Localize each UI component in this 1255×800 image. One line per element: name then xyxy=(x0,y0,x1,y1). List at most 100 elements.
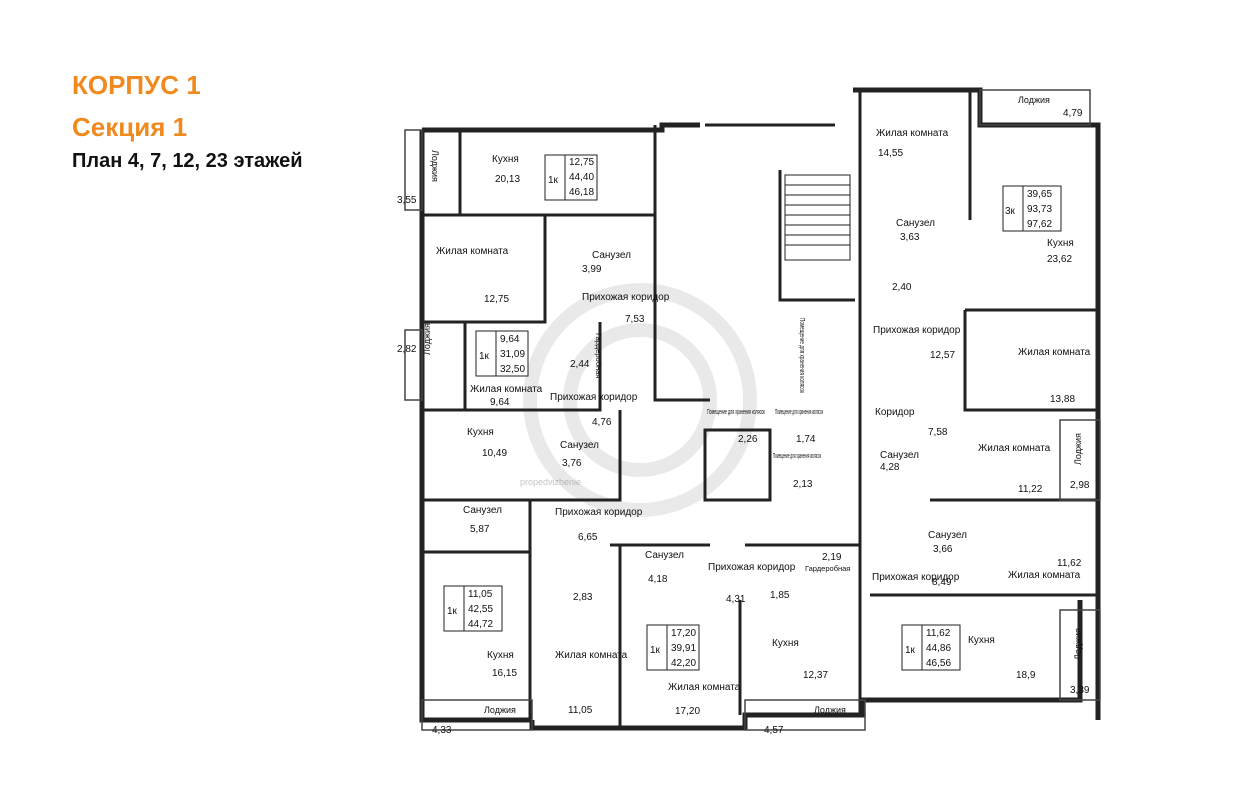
room-9-area: 3,76 xyxy=(562,458,582,469)
plan-subtitle: План 4, 7, 12, 23 этажей xyxy=(72,150,303,172)
balcony-4-name: Лоджия xyxy=(814,705,846,715)
balcony-outlines xyxy=(404,89,1101,731)
apt-3-living: 11,05 xyxy=(468,589,493,600)
apt-3-type: 1к xyxy=(447,606,458,617)
room-19-area: 8,49 xyxy=(932,577,952,588)
apt-1-total-b: 46,18 xyxy=(569,187,594,198)
room-5-name: Гардеробная xyxy=(594,333,603,378)
room-28-area: 3,63 xyxy=(900,232,920,243)
room-30-area: 14,55 xyxy=(878,148,903,159)
section-title: Секция 1 xyxy=(72,112,188,142)
room-29-area: 23,62 xyxy=(1047,254,1072,265)
apt-5-living: 11,62 xyxy=(926,628,951,639)
apt-4-total-b: 42,20 xyxy=(671,658,696,669)
room-27-area: 12,57 xyxy=(930,350,955,361)
balcony-6-name: Лоджия xyxy=(1073,433,1083,465)
room-11-name: Прихожая коридор xyxy=(555,507,643,518)
apt-6-living: 39,65 xyxy=(1027,189,1052,200)
apt-5-type: 1к xyxy=(905,645,916,656)
room-29-name: Кухня xyxy=(1047,238,1074,249)
apt-1-living: 12,75 xyxy=(569,157,594,168)
balcony-3-name: Лоджия xyxy=(484,705,516,715)
apt-4-type: 1к xyxy=(650,645,661,656)
watermark-text: propedvizhenie xyxy=(520,477,581,487)
room-23-name: Жилая комната xyxy=(978,443,1051,454)
balcony-1-area: 3,55 xyxy=(397,195,417,206)
room-22-name: Санузел xyxy=(928,530,967,541)
balcony-2-name: Лоджия xyxy=(422,323,432,355)
balcony-7-area: 4,79 xyxy=(1063,108,1083,119)
room-21-name: Жилая комната xyxy=(1008,570,1081,581)
storage-label-4: Помещение для хранения колясок xyxy=(798,318,807,393)
apartment-box-6: 3к 39,65 93,73 97,62 xyxy=(1002,185,1062,232)
room-3-area: 12,75 xyxy=(484,294,509,305)
extra-area-6: 1,74 xyxy=(796,434,816,445)
room-5-area: 2,44 xyxy=(570,359,590,370)
room-23-area: 11,22 xyxy=(1018,484,1043,495)
room-25-name: Коридор xyxy=(875,407,915,418)
room-13-name: Жилая комната xyxy=(555,650,628,661)
room-6-area: 9,64 xyxy=(490,397,510,408)
room-24-area: 4,28 xyxy=(880,462,900,473)
room-14-name: Санузел xyxy=(645,550,684,561)
balcony-4-area: 4,57 xyxy=(764,725,784,736)
apt-2-total-b: 32,50 xyxy=(500,364,525,375)
apartment-box-5: 1к 11,62 44,86 46,56 xyxy=(901,624,961,671)
balcony-1-name: Лоджия xyxy=(430,150,440,182)
balcony-7-name: Лоджия xyxy=(1018,95,1050,105)
room-8-area: 10,49 xyxy=(482,448,507,459)
room-2-name: Санузел xyxy=(592,250,631,261)
apt-6-type: 3к xyxy=(1005,206,1016,217)
apartment-box-3: 1к 11,05 42,55 44,72 xyxy=(443,585,503,632)
room-12-name: Кухня xyxy=(487,650,514,661)
apt-2-type: 1к xyxy=(479,351,490,362)
storage-label-3: Помещение для хранения колясок xyxy=(773,451,821,460)
room-18-name: Гардеробная xyxy=(805,564,850,573)
building-title: КОРПУС 1 xyxy=(72,70,201,100)
room-19-name: Прихожая коридор xyxy=(872,572,960,583)
extra-area-4: 2,26 xyxy=(738,434,758,445)
room-25-area: 7,58 xyxy=(928,427,948,438)
room-16-area: 17,20 xyxy=(675,706,700,717)
room-14-area: 4,18 xyxy=(648,574,668,585)
storage-label-1: Помещение для хранения колясок xyxy=(707,407,765,416)
room-21-area: 11,62 xyxy=(1057,558,1082,569)
apt-3-total-b: 44,72 xyxy=(468,619,493,630)
extra-area-5: 2,13 xyxy=(793,479,813,490)
apt-6-total: 93,73 xyxy=(1027,204,1052,215)
room-10-name: Санузел xyxy=(463,505,502,516)
apt-4-living: 17,20 xyxy=(671,628,696,639)
apt-3-total: 42,55 xyxy=(468,604,493,615)
apt-2-total: 31,09 xyxy=(500,349,525,360)
apartment-box-2: 1к 9,64 31,09 32,50 xyxy=(475,330,529,377)
apt-5-total-b: 46,56 xyxy=(926,658,951,669)
room-11-area: 6,65 xyxy=(578,532,598,543)
extra-area-3: 2,83 xyxy=(573,592,593,603)
room-15-area: 4,31 xyxy=(726,594,746,605)
room-24-name: Санузел xyxy=(880,450,919,461)
extra-area-1: 2,40 xyxy=(892,282,912,293)
apartment-box-1: 1к 12,75 44,40 46,18 xyxy=(544,154,598,201)
apt-1-total: 44,40 xyxy=(569,172,594,183)
room-8-name: Кухня xyxy=(467,427,494,438)
room-26-area: 13,88 xyxy=(1050,394,1075,405)
apt-4-total: 39,91 xyxy=(671,643,696,654)
room-3-name: Жилая комната xyxy=(436,246,509,257)
room-17-name: Кухня xyxy=(772,638,799,649)
balcony-3-area: 4,33 xyxy=(432,725,452,736)
balcony-6-area: 2,98 xyxy=(1070,480,1090,491)
storage-label-2: Помещение для хранения колясок xyxy=(775,407,823,416)
balcony-5-area: 3,39 xyxy=(1070,685,1090,696)
room-20-area: 18,9 xyxy=(1016,670,1036,681)
room-7-name: Прихожая коридор xyxy=(550,392,638,403)
room-17-area: 12,37 xyxy=(803,670,828,681)
room-18-area: 2,19 xyxy=(822,552,842,563)
room-10-area: 5,87 xyxy=(470,524,490,535)
room-16-name: Жилая комната xyxy=(668,682,741,693)
room-7-area: 4,76 xyxy=(592,417,612,428)
room-12-area: 16,15 xyxy=(492,668,517,679)
inner-walls xyxy=(422,90,1098,728)
room-30-name: Жилая комната xyxy=(876,128,949,139)
room-4-area: 7,53 xyxy=(625,314,645,325)
